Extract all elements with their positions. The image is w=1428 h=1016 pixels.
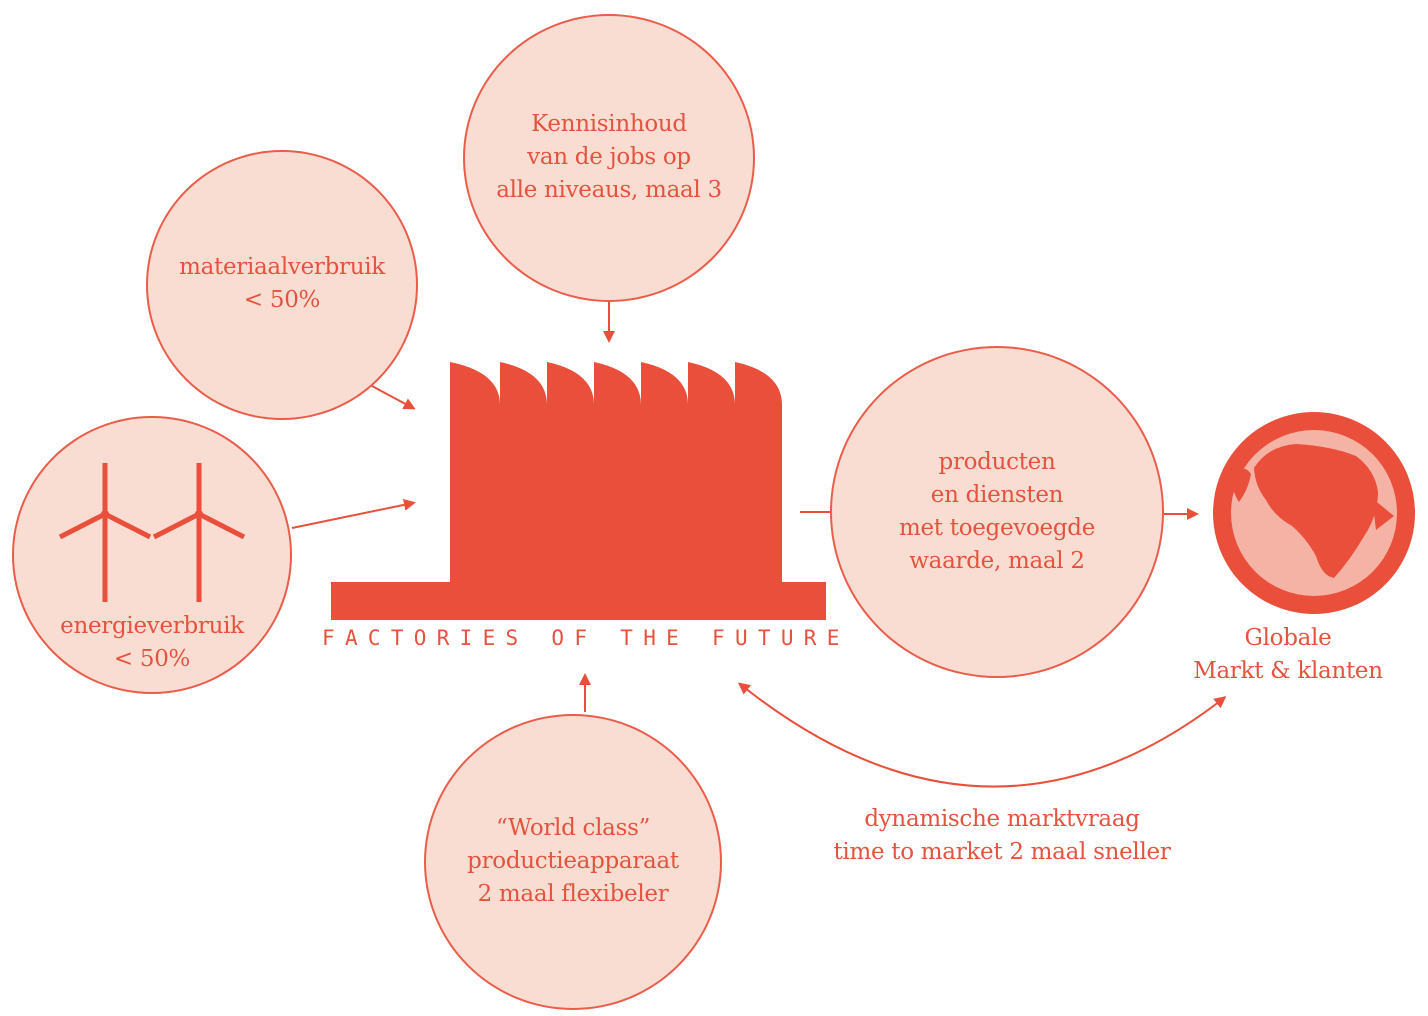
world-class-bubble-text: “World class” productieapparaat 2 maal f… (467, 815, 679, 907)
wind-turbine-icon (152, 463, 246, 602)
wind-turbine-icon (58, 463, 152, 602)
factory-icon (331, 362, 826, 620)
world-class-bubble (424, 714, 722, 1010)
market-note: dynamische marktvraag time to market 2 m… (833, 806, 1171, 865)
energy-bubble (12, 416, 292, 694)
globe-label: Globale Markt & klanten (1193, 625, 1383, 684)
energy-bubble-text: energieverbruik < 50% (60, 613, 244, 672)
products-bubble-text: producten en diensten met toegevoegde wa… (898, 449, 1096, 574)
factories-title: FACTORIES OF THE FUTURE (322, 626, 850, 650)
knowledge-bubble-text: Kennisinhoud van de jobs op alle niveaus… (496, 111, 722, 203)
knowledge-bubble (463, 14, 755, 302)
arrow-energy-to-factory (291, 498, 416, 529)
products-bubble (830, 346, 1164, 678)
globe-icon (1213, 412, 1415, 614)
material-bubble-text: materiaalverbruik < 50% (179, 254, 385, 313)
arrows (291, 302, 1227, 788)
arrow-material-to-factory (371, 385, 416, 410)
arrow-factory-globe-bidirectional (737, 682, 1227, 788)
material-bubble (146, 150, 418, 420)
